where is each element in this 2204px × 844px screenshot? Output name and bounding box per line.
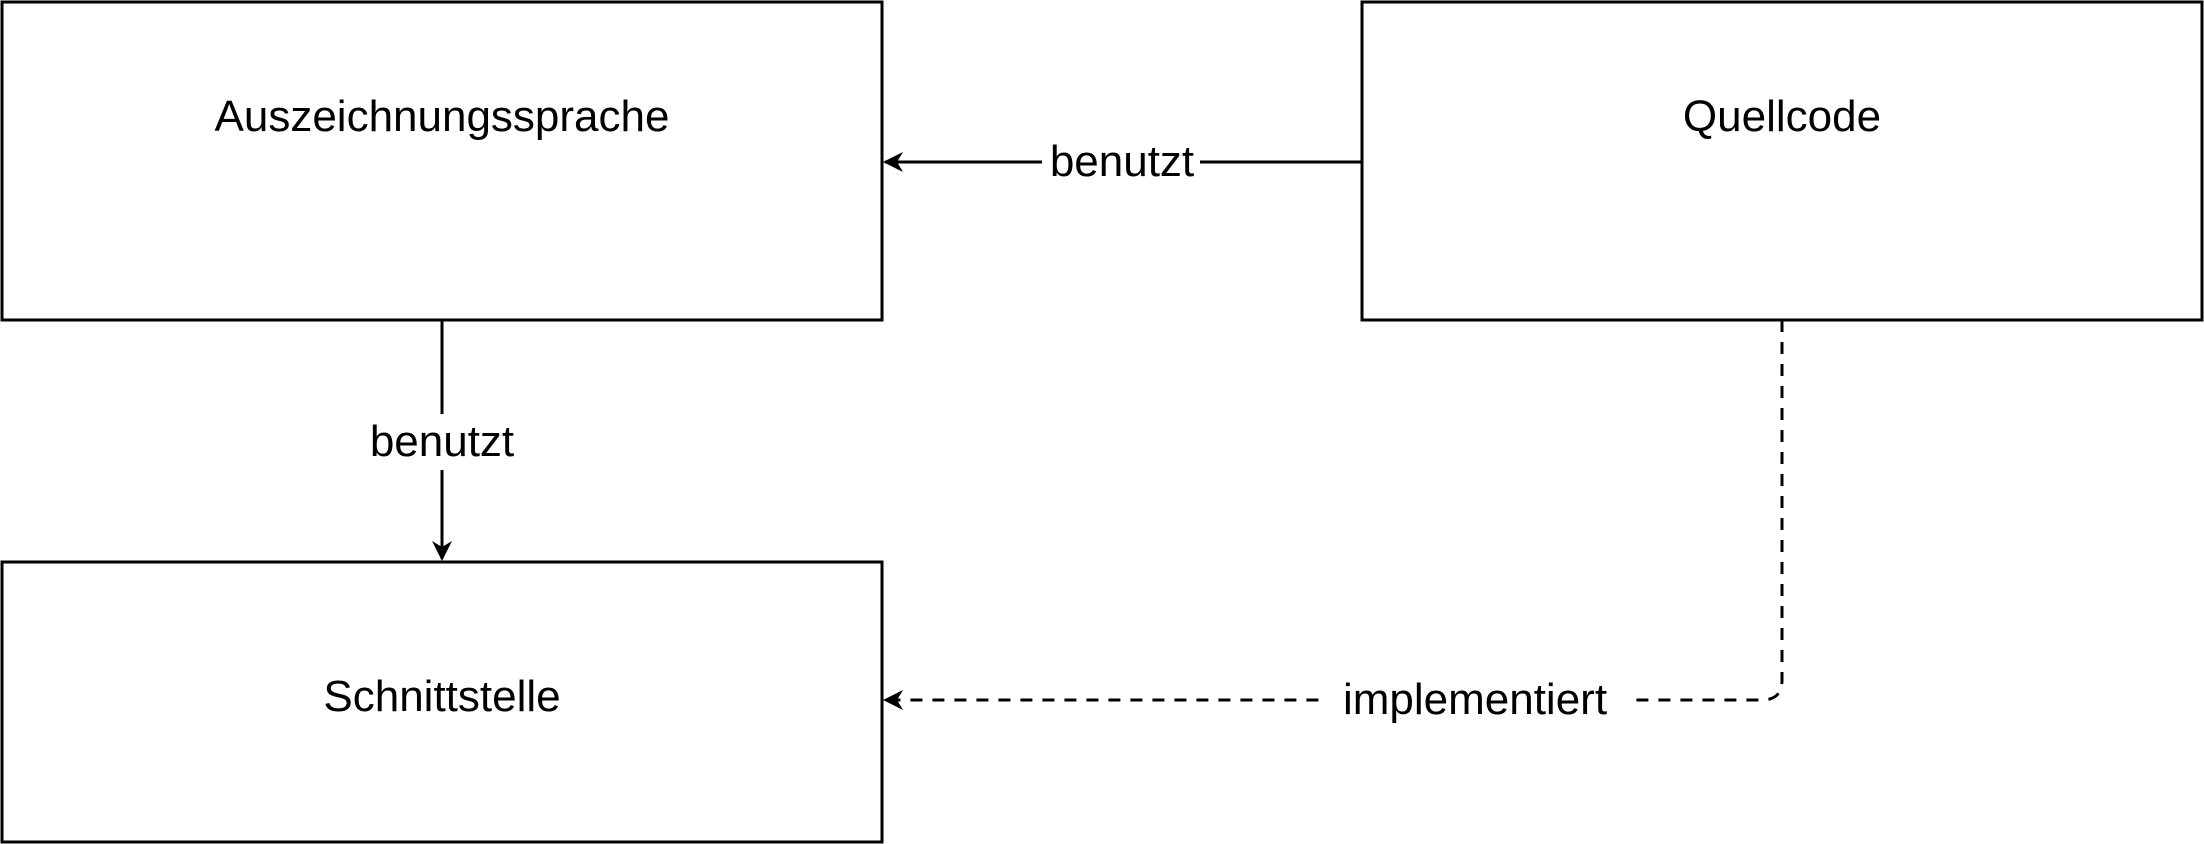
quellcode-box — [1360, 0, 2204, 322]
auszeichnungssprache-box — [0, 0, 884, 322]
node-quellcode[interactable]: Quellcode — [1360, 0, 2204, 322]
edge-label-background — [1042, 134, 1200, 186]
edge-label-background — [1320, 672, 1630, 726]
quellcode-label: Quellcode — [1683, 92, 1881, 141]
edge-label-background — [360, 414, 524, 470]
edge-label-benutzt-horizontal: benutzt — [1050, 137, 1194, 186]
schnittstelle-label: Schnittstelle — [323, 672, 560, 721]
schnittstelle-box — [0, 560, 884, 844]
edge-label-implementiert: implementiert — [1343, 675, 1607, 724]
edge-quellcode-implements-schnittstelle[interactable]: implementiert — [883, 320, 1784, 726]
edge-auszeichnungssprache-uses-schnittstelle[interactable]: benutzt — [360, 320, 524, 561]
edge-label-benutzt-vertical: benutzt — [370, 417, 514, 466]
edge-quellcode-uses-auszeichnungssprache[interactable]: benutzt — [883, 134, 1362, 186]
edge-path — [883, 320, 1784, 710]
node-schnittstelle[interactable]: Schnittstelle — [0, 560, 884, 844]
auszeichnungssprache-label: Auszeichnungssprache — [215, 92, 670, 141]
node-auszeichnungssprache[interactable]: Auszeichnungssprache — [0, 0, 884, 322]
